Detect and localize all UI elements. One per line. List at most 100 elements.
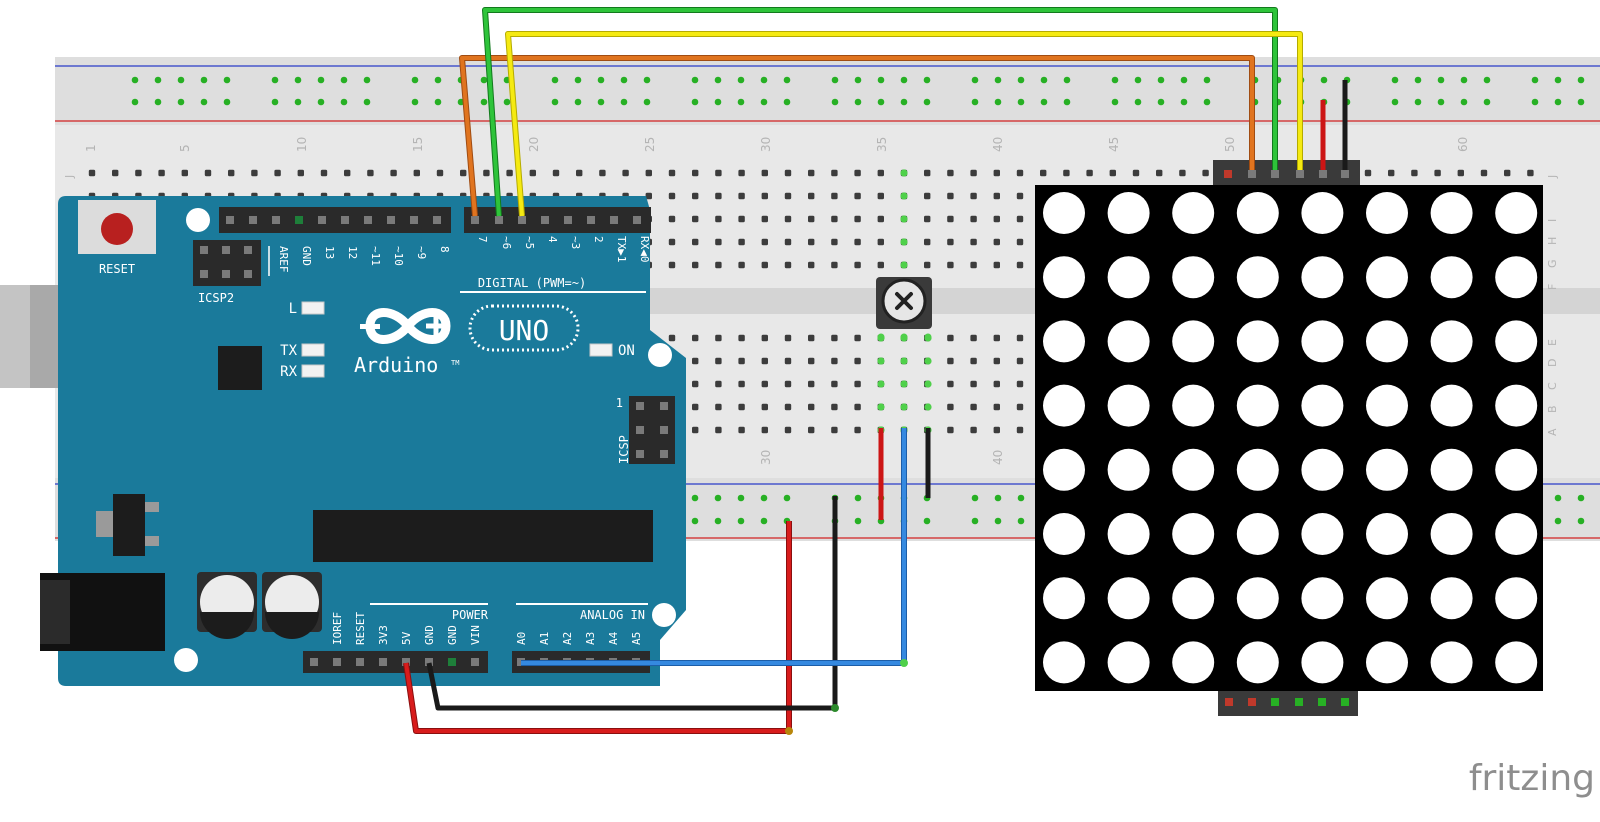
digital-pin[interactable]: [364, 216, 372, 224]
wires[interactable]: [403, 7, 1348, 735]
rail-hole: [1111, 98, 1119, 106]
connected-hole: [877, 403, 885, 411]
breadboard-hole: [622, 169, 629, 177]
breadboard-hole: [1504, 169, 1511, 177]
usb-connector-face: [0, 285, 30, 388]
power-pin[interactable]: [356, 658, 364, 666]
led-tx-label: TX: [280, 343, 297, 359]
top-header-pins: [1224, 170, 1349, 178]
header-pin: [244, 270, 252, 278]
rail-hole: [1460, 98, 1468, 106]
matrix-led: [1172, 448, 1215, 491]
header-pin: [1295, 698, 1303, 706]
rail-hole: [1554, 76, 1562, 84]
power-header: [303, 651, 488, 673]
power-pin[interactable]: [333, 658, 341, 666]
rail-hole: [971, 517, 979, 525]
digital-pin[interactable]: [587, 216, 595, 224]
digital-pin[interactable]: [226, 216, 234, 224]
digital-pin[interactable]: [295, 216, 303, 224]
digital-pin[interactable]: [495, 216, 503, 224]
column-number: 40: [991, 137, 1005, 152]
rail-hole: [831, 98, 839, 106]
breadboard-hole: [297, 169, 304, 177]
breadboard-hole: [831, 426, 838, 434]
power-pin[interactable]: [402, 658, 410, 666]
breadboard-hole: [88, 169, 96, 177]
rail-hole: [597, 98, 605, 106]
digital-pin[interactable]: [410, 216, 418, 224]
regulator-tab: [96, 511, 113, 537]
digital-pin[interactable]: [387, 216, 395, 224]
reset-button-cap[interactable]: [101, 213, 133, 245]
led-matrix-module: [1035, 160, 1543, 716]
led-on-label: ON: [618, 343, 635, 359]
power-pin[interactable]: [448, 658, 456, 666]
row-letter: D: [1546, 359, 1559, 367]
digital-pin[interactable]: [341, 216, 349, 224]
column-number: 1: [84, 144, 98, 152]
power-pin[interactable]: [379, 658, 387, 666]
header-pin: [222, 246, 230, 254]
matrix-led: [1236, 384, 1279, 427]
breadboard-hole: [947, 357, 954, 365]
digital-headers[interactable]: [219, 207, 651, 233]
power-pin[interactable]: [471, 658, 479, 666]
arduino-board: [58, 196, 686, 686]
regulator-body: [113, 494, 145, 556]
digital-pin[interactable]: [633, 216, 641, 224]
led-rx: [301, 364, 325, 378]
breadboard-hole: [1016, 215, 1024, 223]
power-analog-headers[interactable]: [303, 651, 650, 673]
connected-hole: [900, 261, 908, 269]
digital-pin[interactable]: [518, 216, 526, 224]
reset-button[interactable]: RESET: [78, 200, 156, 276]
breadboard-hole: [924, 238, 931, 246]
row-letter: J: [1546, 175, 1559, 179]
wire-red-5v[interactable]: [404, 521, 791, 733]
breadboard-hole: [1156, 169, 1163, 177]
power-pin[interactable]: [310, 658, 318, 666]
breadboard-hole: [645, 169, 652, 177]
breadboard-hole: [808, 334, 815, 342]
breadboard-hole: [808, 215, 815, 223]
breadboard-hole: [784, 215, 792, 223]
wire-orange[interactable]: [460, 56, 1254, 217]
matrix-led: [1430, 641, 1473, 684]
matrix-led: [1495, 448, 1538, 491]
digital-pin[interactable]: [249, 216, 257, 224]
breadboard-hole: [715, 334, 722, 342]
breadboard-hole: [483, 169, 490, 177]
power-pin[interactable]: [425, 658, 433, 666]
breadboard-hole: [692, 334, 699, 342]
digital-pin[interactable]: [471, 216, 479, 224]
wire-black-gnd[interactable]: [426, 496, 838, 711]
digital-pin[interactable]: [272, 216, 280, 224]
icsp-label: ICSP: [617, 435, 631, 464]
digital-pin[interactable]: [318, 216, 326, 224]
breadboard-hole: [738, 215, 745, 223]
header-pin: [1341, 170, 1349, 178]
column-number: 40: [991, 450, 1005, 465]
potentiometer[interactable]: [876, 277, 932, 341]
rail-hole: [691, 76, 699, 84]
wire-green[interactable]: [483, 8, 1277, 217]
rail-hole: [1483, 98, 1491, 106]
rail-hole: [1017, 98, 1025, 106]
rail-hole: [994, 494, 1002, 502]
matrix-led: [1172, 192, 1215, 234]
digital-pin[interactable]: [433, 216, 441, 224]
digital-pin[interactable]: [564, 216, 572, 224]
wire-joint: [831, 704, 839, 712]
usb-chip: [218, 346, 262, 390]
matrix-bottom-header: [1218, 688, 1358, 716]
rail-hole: [1203, 98, 1211, 106]
matrix-led: [1495, 320, 1538, 363]
digital-pin[interactable]: [541, 216, 549, 224]
led-tx: [301, 343, 325, 357]
digital-pin[interactable]: [610, 216, 618, 224]
digital-pin-label: 13: [323, 246, 336, 259]
wire-yellow[interactable]: [506, 32, 1302, 217]
